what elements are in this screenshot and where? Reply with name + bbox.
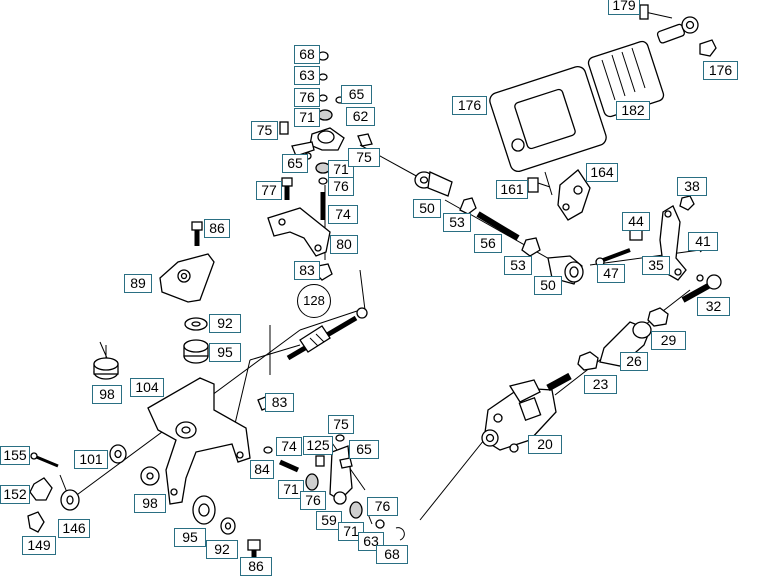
callout-38: 38	[677, 177, 707, 196]
rod-end-50-top	[414, 171, 541, 257]
mount-98-top	[93, 345, 119, 380]
callout-161: 161	[496, 180, 528, 199]
clip-152	[29, 477, 53, 501]
callout-62: 62	[346, 107, 375, 126]
callout-29: 29	[651, 331, 686, 350]
callout-104: 104	[130, 378, 164, 397]
bracket-80	[267, 207, 331, 257]
slave-cylinder-182	[489, 4, 717, 173]
callout-75: 75	[328, 415, 354, 434]
bolt-86-lower	[247, 539, 261, 558]
callout-44: 44	[622, 212, 650, 231]
callout-71: 71	[278, 480, 304, 499]
ball-joint-32	[681, 274, 722, 303]
callout-35: 35	[642, 256, 670, 275]
callout-26: 26	[620, 352, 648, 371]
callout-101: 101	[74, 450, 108, 469]
callout-68: 68	[294, 45, 320, 64]
callout-95: 95	[209, 343, 241, 362]
callout-86: 86	[240, 557, 272, 576]
clip-149	[27, 511, 45, 533]
nut-29	[647, 307, 669, 327]
callout-146: 146	[58, 519, 90, 538]
pedal-bracket-104	[147, 377, 251, 505]
coupler-26	[599, 321, 652, 367]
rubber-mount-95	[183, 339, 209, 364]
callout-149: 149	[22, 536, 56, 555]
callout-98: 98	[134, 494, 166, 513]
callout-176: 176	[452, 96, 487, 115]
clip-155	[30, 452, 59, 468]
master-cylinder-20	[481, 372, 572, 453]
callout-20: 20	[528, 435, 562, 454]
callout-65: 65	[349, 440, 379, 459]
callout-86: 86	[204, 219, 230, 238]
callout-77: 77	[256, 181, 282, 200]
washer-92-lower	[220, 517, 236, 535]
mount-98-lower	[140, 466, 160, 486]
bracket-164	[527, 169, 591, 221]
rubber-mount-95-lower	[192, 495, 216, 525]
bushing-146	[60, 489, 80, 511]
leader-lines	[59, 144, 701, 521]
callout-95: 95	[174, 528, 206, 547]
callout-53: 53	[504, 256, 532, 275]
callout-59: 59	[316, 511, 342, 530]
callout-75: 75	[348, 148, 380, 167]
callout-32: 32	[697, 297, 730, 316]
callout-50: 50	[534, 276, 562, 295]
callout-89: 89	[124, 274, 152, 293]
callout-74: 74	[276, 437, 302, 456]
callout-71: 71	[328, 160, 354, 179]
callout-56: 56	[474, 234, 502, 253]
callout-92: 92	[209, 314, 241, 333]
callout-71: 71	[338, 522, 364, 541]
callout-80: 80	[330, 235, 358, 254]
callout-75: 75	[251, 121, 278, 140]
callout-71: 71	[294, 108, 320, 127]
callout-84: 84	[250, 460, 274, 479]
callout-83: 83	[265, 393, 294, 412]
callout-68: 68	[376, 545, 408, 564]
nut-23	[577, 351, 599, 371]
bracket-89	[159, 221, 215, 303]
callout-76: 76	[294, 88, 320, 107]
callout-83: 83	[294, 261, 320, 280]
callout-74: 74	[328, 205, 358, 224]
callout-41: 41	[688, 232, 718, 251]
callout-182: 182	[616, 101, 650, 120]
callout-63: 63	[294, 66, 320, 85]
callout-50: 50	[413, 199, 441, 218]
callout-92: 92	[206, 540, 238, 559]
callout-98: 98	[92, 385, 122, 404]
callout-155: 155	[0, 446, 30, 465]
callout-65: 65	[282, 154, 308, 173]
bushing-101	[109, 444, 127, 464]
callout-179: 179	[608, 0, 640, 15]
callout-76: 76	[367, 497, 398, 516]
callout-23: 23	[584, 375, 617, 394]
callout-76: 76	[300, 491, 326, 510]
washer-92	[184, 317, 208, 331]
callout-128-ring: 128	[297, 284, 331, 318]
callout-65: 65	[341, 85, 372, 104]
callout-125: 125	[303, 436, 333, 455]
callout-152: 152	[0, 485, 30, 504]
callout-164: 164	[586, 163, 618, 182]
callout-176: 176	[703, 61, 738, 80]
callout-53: 53	[443, 213, 471, 232]
callout-76: 76	[328, 177, 354, 196]
callout-47: 47	[597, 264, 625, 283]
cable-128	[286, 307, 368, 361]
